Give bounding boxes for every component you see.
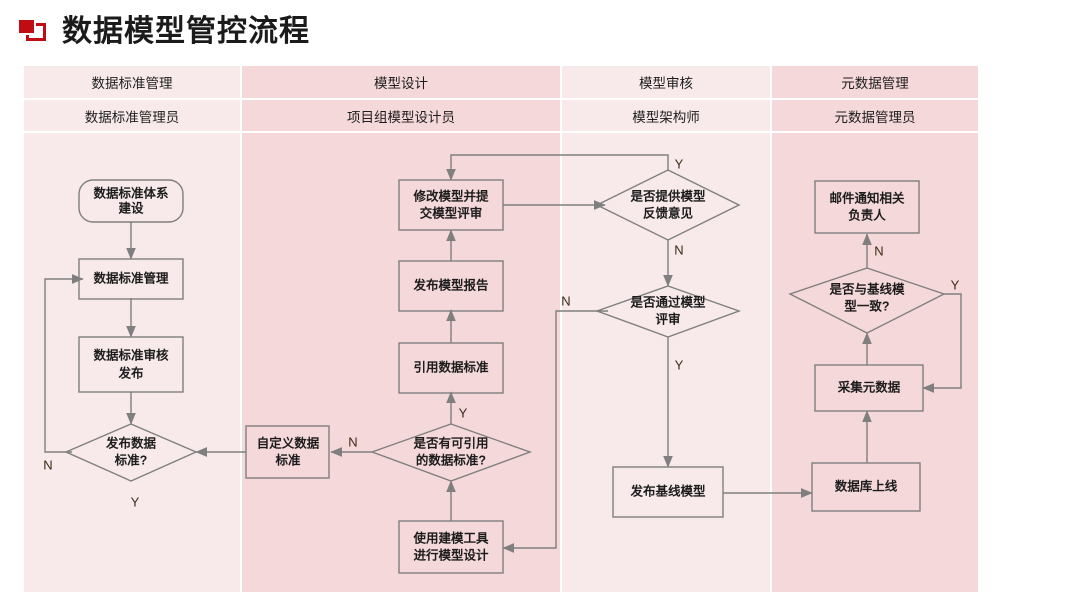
lane-phase-4: 元数据管理 bbox=[772, 66, 978, 100]
lane-divider-3 bbox=[770, 66, 772, 592]
node-label-line2: 负责人 bbox=[848, 207, 886, 222]
edge-n4-no-n2 bbox=[44, 274, 84, 453]
node-label-line1: 数据标准体系 bbox=[92, 185, 169, 200]
edge-label-layer: N Y N Y Y N N Y N Y bbox=[43, 156, 959, 509]
lane-role-4: 元数据管理员 bbox=[772, 100, 978, 133]
node-label-line2: 的数据标准? bbox=[416, 452, 486, 467]
node-label-line2: 发布 bbox=[117, 365, 144, 380]
edge-n15-yes-n16 bbox=[922, 293, 962, 393]
node-label: 发布基线模型 bbox=[629, 483, 706, 498]
node-pass-model-review-decision[interactable]: 是否通过模型 评审 bbox=[594, 285, 742, 338]
node-data-standard-management[interactable]: 数据标准管理 bbox=[78, 258, 184, 300]
edge-label-n6-no: N bbox=[348, 434, 357, 449]
lane-phase-2: 模型设计 bbox=[242, 66, 560, 100]
node-label-line2: 建设 bbox=[118, 200, 144, 215]
node-label: 数据库上线 bbox=[834, 478, 898, 493]
lane-role-1: 数据标准管理员 bbox=[24, 100, 240, 133]
node-provide-model-feedback-decision[interactable]: 是否提供模型 反馈意见 bbox=[595, 169, 741, 241]
lane-phase-1: 数据标准管理 bbox=[24, 66, 240, 100]
lane-role-3: 模型架构师 bbox=[562, 100, 770, 133]
node-label-line1: 是否与基线模 bbox=[828, 281, 905, 296]
edge-n12-no-n10 bbox=[502, 310, 608, 553]
swimlane-container: 数据标准管理 模型设计 模型审核 元数据管理 数据标准管理员 项目组模型设计员 … bbox=[24, 66, 978, 592]
two-squares-logo-icon bbox=[14, 17, 48, 47]
node-reference-data-standard[interactable]: 引用数据标准 bbox=[398, 342, 504, 394]
node-label-line2: 交模型评审 bbox=[420, 205, 483, 220]
lane-divider-1 bbox=[240, 66, 242, 592]
node-modify-model-submit-review[interactable]: 修改模型并提 交模型评审 bbox=[398, 179, 504, 231]
node-label-line1: 是否通过模型 bbox=[629, 294, 706, 309]
node-label-line2: 标准 bbox=[274, 452, 301, 467]
lane-phase-3: 模型审核 bbox=[562, 66, 770, 100]
edge-label-n11-no: N bbox=[674, 242, 683, 257]
node-email-notify-owner[interactable]: 邮件通知相关 负责人 bbox=[814, 180, 920, 234]
node-data-standard-review-publish[interactable]: 数据标准审核 发布 bbox=[78, 336, 184, 393]
node-label: 发布模型报告 bbox=[412, 277, 489, 292]
node-label-line1: 是否有可引用 bbox=[412, 435, 488, 450]
node-label-line1: 是否提供模型 bbox=[629, 188, 706, 203]
edge-label-n12-yes: Y bbox=[675, 357, 684, 372]
edge-label-n15-no: N bbox=[874, 243, 883, 258]
node-reusable-data-standard-decision[interactable]: 是否有可引用 的数据标准? bbox=[369, 423, 533, 482]
node-publish-model-report[interactable]: 发布模型报告 bbox=[398, 260, 504, 312]
node-label-line2: 型一致? bbox=[844, 298, 889, 313]
node-publish-baseline-model[interactable]: 发布基线模型 bbox=[612, 466, 724, 518]
edge-label-n6-yes: Y bbox=[459, 405, 468, 420]
node-custom-data-standard[interactable]: 自定义数据 标准 bbox=[245, 425, 330, 479]
lane-column-2 bbox=[242, 66, 560, 592]
page-title: 数据模型管控流程 bbox=[62, 15, 310, 48]
node-match-baseline-model-decision[interactable]: 是否与基线模 型一致? bbox=[788, 267, 946, 334]
node-label-line2: 反馈意见 bbox=[643, 205, 694, 220]
lane-divider-2 bbox=[560, 66, 562, 592]
node-database-online[interactable]: 数据库上线 bbox=[811, 462, 921, 512]
edge-label-n4-no: N bbox=[43, 457, 52, 472]
node-label-line1: 自定义数据 bbox=[257, 435, 320, 450]
node-use-modeling-tool-design[interactable]: 使用建模工具 进行模型设计 bbox=[398, 520, 504, 574]
edge-layer bbox=[44, 154, 962, 553]
title-bar: 数据模型管控流程 bbox=[14, 10, 310, 54]
node-label-line1: 发布数据 bbox=[105, 435, 157, 450]
edge-label-n4-yes: Y bbox=[131, 494, 140, 509]
node-label-line1: 修改模型并提 bbox=[412, 188, 489, 203]
edge-label-n12-no: N bbox=[561, 293, 570, 308]
node-label-line2: 标准? bbox=[114, 452, 148, 467]
node-label-line1: 邮件通知相关 bbox=[829, 190, 905, 205]
lane-column-3 bbox=[562, 66, 770, 592]
node-label: 引用数据标准 bbox=[413, 359, 489, 374]
node-label-line2: 进行模型设计 bbox=[413, 547, 489, 562]
node-label-line2: 评审 bbox=[655, 311, 680, 326]
node-label-line1: 数据标准审核 bbox=[92, 347, 169, 362]
edge-label-n11-yes: Y bbox=[675, 156, 684, 171]
node-label-line1: 使用建模工具 bbox=[412, 530, 489, 545]
node-collect-metadata[interactable]: 采集元数据 bbox=[814, 364, 924, 412]
node-publish-data-standard-decision[interactable]: 发布数据 标准? bbox=[64, 423, 198, 482]
node-data-standard-system[interactable]: 数据标准体系 建设 bbox=[78, 179, 184, 223]
edge-n11-yes-n9 bbox=[446, 154, 669, 181]
lane-role-2: 项目组模型设计员 bbox=[242, 100, 560, 133]
logo-square-filled bbox=[17, 18, 36, 35]
node-label: 采集元数据 bbox=[837, 379, 901, 394]
edge-label-n15-yes: Y bbox=[951, 277, 960, 292]
node-label: 数据标准管理 bbox=[92, 270, 169, 285]
